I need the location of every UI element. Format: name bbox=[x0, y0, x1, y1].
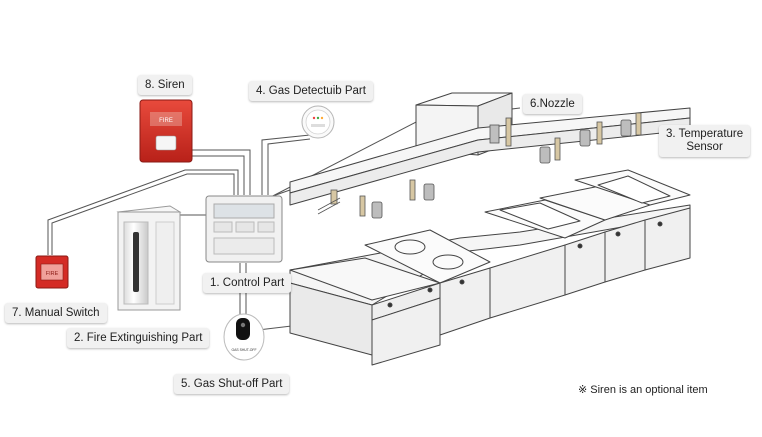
temperature-sensor-icon bbox=[579, 129, 591, 147]
callout-gas-detection-text: 4. Gas Detectuib Part bbox=[256, 85, 366, 97]
callout-temperature-line2: Sensor bbox=[686, 141, 723, 153]
fire-extinguishing-cabinet bbox=[116, 205, 182, 311]
duct-devices bbox=[317, 112, 642, 219]
nozzle-icon bbox=[330, 189, 338, 205]
nozzle-icon bbox=[554, 137, 561, 161]
burner-icon bbox=[432, 254, 464, 270]
callout-nozzle: 6.Nozzle bbox=[523, 94, 582, 114]
knob-icon bbox=[615, 231, 621, 237]
callout-fire-extinguishing-text: 2. Fire Extinguishing Part bbox=[74, 332, 203, 344]
nozzle-icon bbox=[409, 179, 416, 201]
control-panel-device bbox=[205, 195, 283, 263]
temperature-sensor-icon bbox=[620, 119, 632, 137]
burner-icon bbox=[394, 239, 426, 255]
siren-device: FIRE bbox=[139, 99, 193, 163]
footnote-optional-siren: ※ Siren is an optional item bbox=[578, 384, 708, 396]
siren-fire-text: FIRE bbox=[159, 118, 173, 124]
manual-switch-fire-text: FIRE bbox=[46, 271, 59, 277]
callout-temperature-sensor: 3. Temperature Sensor bbox=[659, 125, 751, 157]
temperature-sensor-icon bbox=[423, 183, 435, 201]
gas-shutoff-device: GAS SHUT-OFF bbox=[223, 313, 265, 361]
manual-switch-device: FIRE bbox=[35, 255, 69, 289]
callout-manual-switch-text: 7. Manual Switch bbox=[12, 307, 100, 319]
knob-icon bbox=[427, 287, 433, 293]
nozzle-icon bbox=[635, 112, 642, 136]
callout-siren-text: 8. Siren bbox=[145, 79, 185, 91]
callout-temperature-line1: 3. Temperature bbox=[666, 128, 744, 140]
callout-manual-switch: 7. Manual Switch bbox=[5, 303, 107, 323]
callout-siren: 8. Siren bbox=[138, 75, 192, 95]
callout-control-part-text: 1. Control Part bbox=[210, 277, 285, 289]
callout-gas-detection: 4. Gas Detectuib Part bbox=[249, 81, 373, 101]
gas-detector-device bbox=[301, 105, 335, 139]
nozzle-icon bbox=[596, 121, 603, 145]
kitchen-counter bbox=[289, 169, 691, 366]
callout-gas-shutoff-text: 5. Gas Shut-off Part bbox=[181, 378, 283, 390]
temperature-sensor-icon bbox=[539, 146, 551, 164]
callout-nozzle-text: 6.Nozzle bbox=[530, 98, 575, 110]
temperature-sensor-icon bbox=[371, 201, 383, 219]
nozzle-icon bbox=[505, 117, 512, 147]
callout-control-part: 1. Control Part bbox=[203, 273, 292, 293]
shutoff-label-text: GAS SHUT-OFF bbox=[231, 348, 256, 352]
knob-icon bbox=[387, 302, 393, 308]
callout-gas-shutoff: 5. Gas Shut-off Part bbox=[174, 374, 290, 394]
knob-icon bbox=[577, 243, 583, 249]
knob-icon bbox=[459, 279, 465, 285]
nozzle-icon bbox=[359, 195, 366, 217]
nozzle-icon bbox=[489, 124, 500, 144]
callout-fire-extinguishing: 2. Fire Extinguishing Part bbox=[67, 328, 210, 348]
knob-icon bbox=[657, 221, 663, 227]
